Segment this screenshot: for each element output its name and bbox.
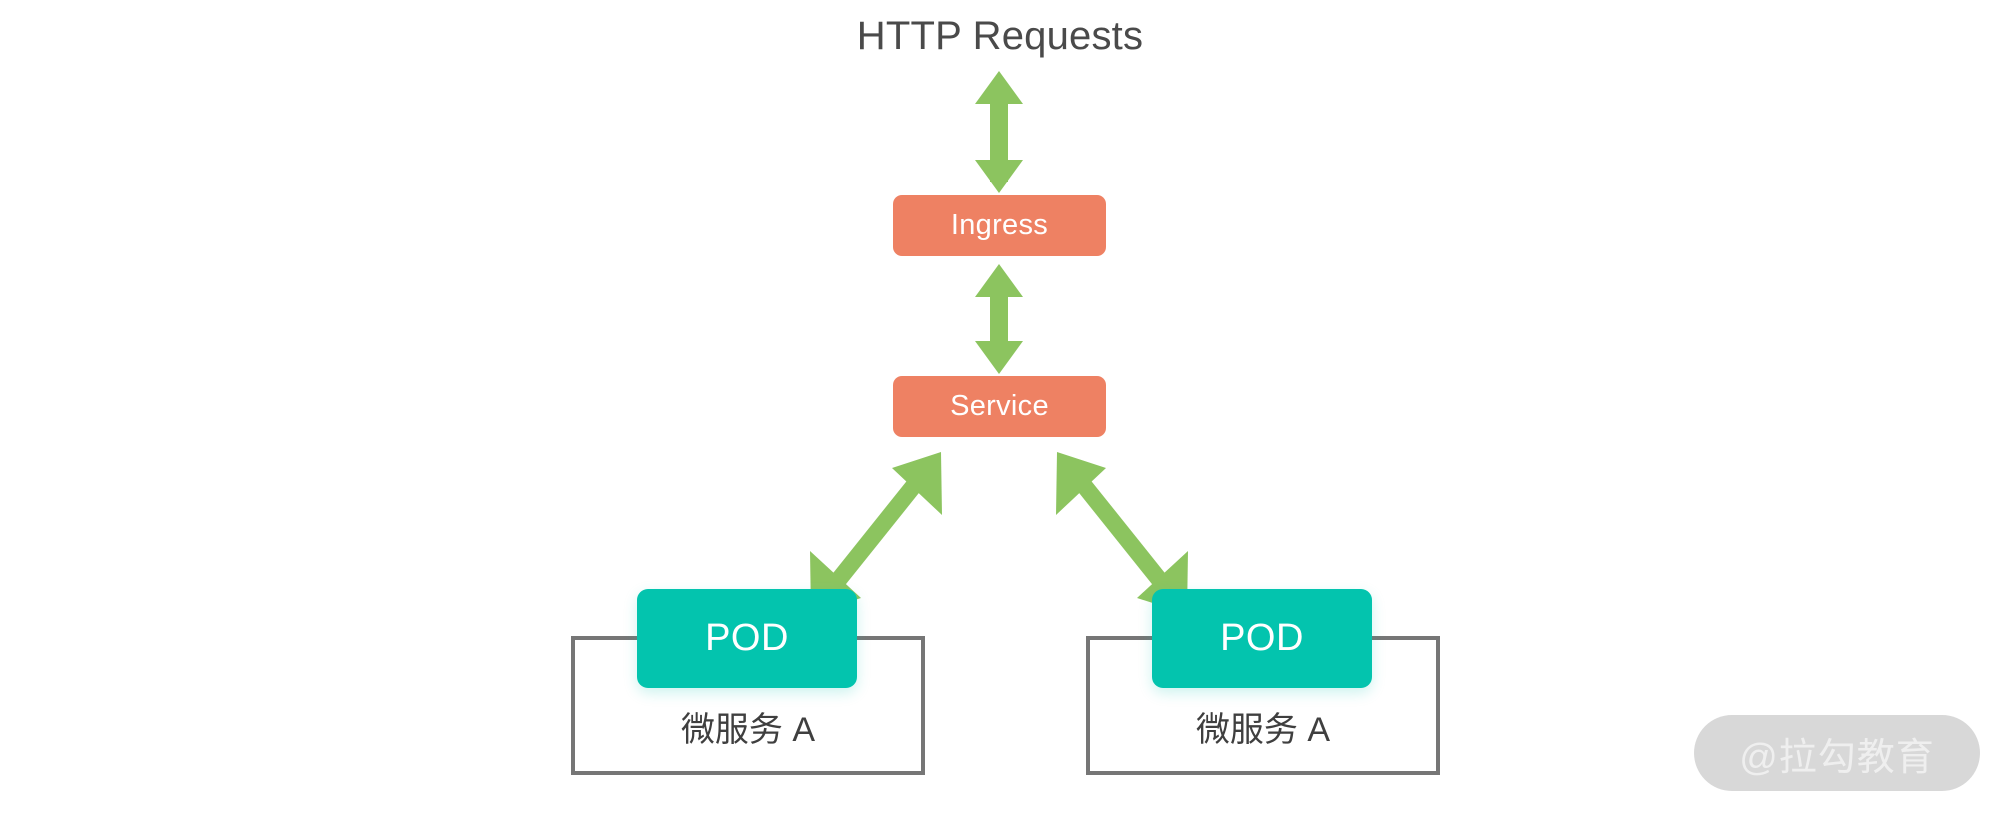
watermark-text: @拉勾教育 xyxy=(1739,736,1935,779)
node-ingress-label: Ingress xyxy=(950,209,1049,241)
node-pod-right[interactable]: POD xyxy=(1152,589,1372,688)
microservice-label-left: 微服务 A xyxy=(680,711,816,749)
watermark-badge: @拉勾教育 xyxy=(1694,715,1980,791)
microservice-label-right: 微服务 A xyxy=(1195,711,1331,749)
arrow-http-to-ingress xyxy=(975,71,1023,193)
node-service-label: Service xyxy=(950,390,1049,422)
node-pod-left-label: POD xyxy=(705,617,789,659)
arrow-ingress-to-service xyxy=(975,264,1023,374)
node-ingress[interactable]: Ingress xyxy=(893,195,1106,256)
node-service[interactable]: Service xyxy=(893,376,1106,437)
node-pod-right-label: POD xyxy=(1220,617,1304,659)
node-pod-left[interactable]: POD xyxy=(637,589,857,688)
page-title: HTTP Requests xyxy=(856,14,1144,58)
